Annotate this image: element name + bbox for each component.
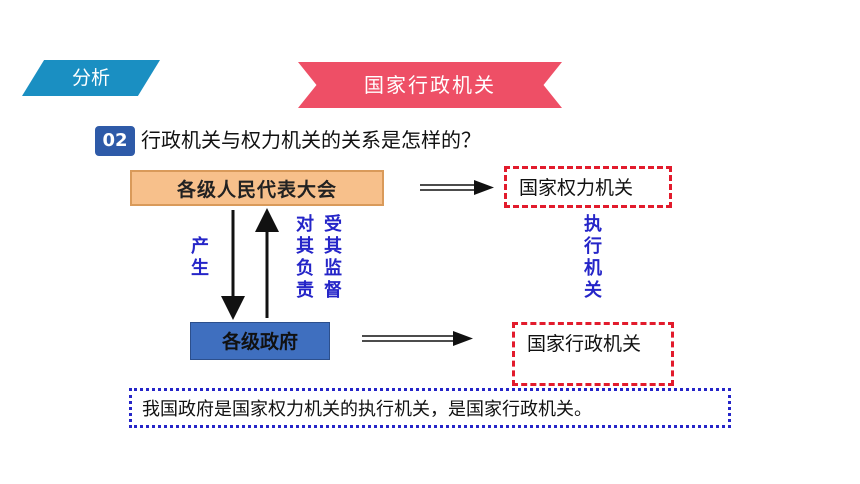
- executive-label: 执行机关: [584, 214, 602, 301]
- government-box: 各级政府: [190, 322, 330, 360]
- congress-box: 各级人民代表大会: [130, 170, 384, 206]
- arrow-right-top: [420, 180, 494, 195]
- power-organ-box: 国家权力机关: [504, 166, 672, 208]
- page-title: 国家行政机关: [364, 73, 496, 97]
- title-ribbon: [298, 62, 562, 108]
- question-text: 行政机关与权力机关的关系是怎样的？: [141, 128, 481, 152]
- responsible-label: 对其负责: [296, 214, 314, 301]
- summary-box: 我国政府是国家权力机关的执行机关，是国家行政机关。: [129, 388, 731, 428]
- arrow-right-bottom: [362, 331, 473, 346]
- section-tag: [22, 60, 160, 96]
- question-number-badge: 02: [95, 126, 135, 156]
- admin-organ-box: 国家行政机关: [512, 322, 674, 386]
- produce-label: 产生: [191, 236, 209, 279]
- supervised-label: 受其监督: [324, 214, 342, 301]
- section-tag-label: 分析: [71, 67, 110, 89]
